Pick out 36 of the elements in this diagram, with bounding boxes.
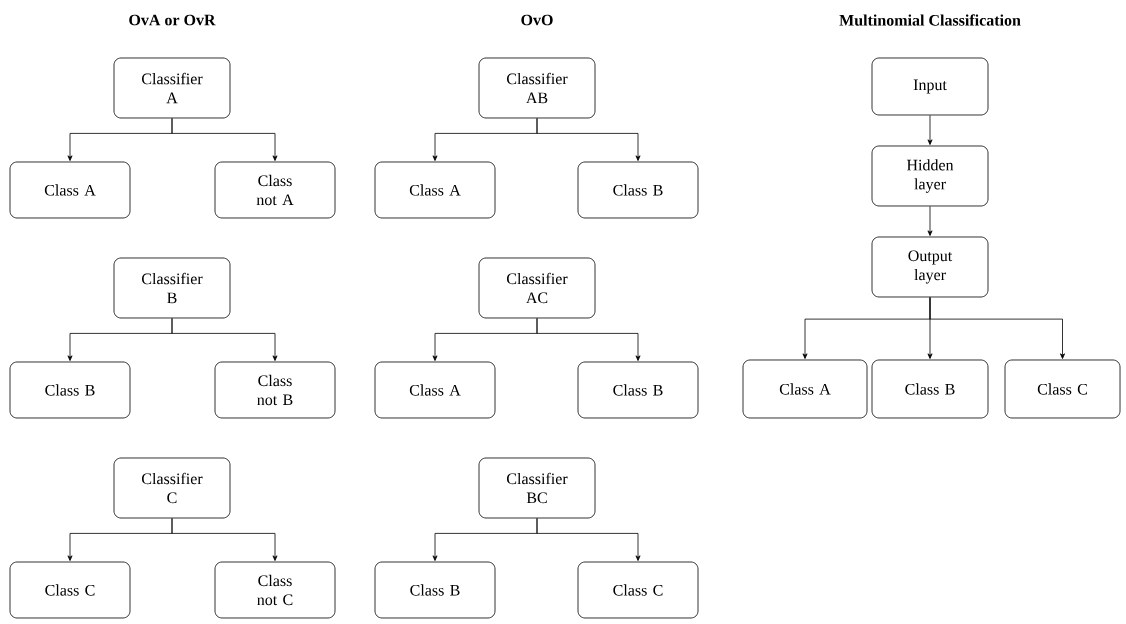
column-heading: OvA or OvR bbox=[129, 14, 216, 26]
process-box: Class C bbox=[1004, 359, 1121, 419]
arrow bbox=[927, 115, 933, 145]
process-box: Classifier B bbox=[113, 257, 231, 319]
process-box: Classifier C bbox=[113, 457, 231, 519]
process-box: Classifier AC bbox=[478, 257, 596, 319]
process-box: Class A bbox=[374, 361, 496, 419]
process-box: Class B bbox=[374, 561, 496, 619]
process-box: Hidden layer bbox=[871, 145, 989, 207]
arrow bbox=[171, 518, 278, 561]
column-heading: OvO bbox=[521, 14, 553, 26]
process-box: Class not B bbox=[214, 361, 336, 419]
process-box: Class B bbox=[577, 161, 699, 219]
process-box: Class B bbox=[871, 359, 989, 419]
process-box: Class A bbox=[9, 161, 131, 219]
arrow bbox=[536, 318, 641, 361]
process-box: Class C bbox=[9, 561, 131, 619]
process-box: Classifier BC bbox=[478, 457, 596, 519]
arrow bbox=[927, 206, 933, 236]
process-box: Input bbox=[871, 57, 989, 116]
process-box: Class not C bbox=[214, 561, 336, 619]
arrow bbox=[171, 118, 278, 161]
process-box: Class B bbox=[577, 361, 699, 419]
process-box: Class C bbox=[577, 561, 699, 619]
arrow bbox=[536, 518, 641, 561]
column-heading: Multinomial Classification bbox=[839, 14, 1021, 26]
process-box: Class not A bbox=[214, 161, 336, 219]
process-box: Class B bbox=[9, 361, 131, 419]
process-box: Classifier A bbox=[113, 57, 231, 119]
process-box: Class A bbox=[742, 359, 868, 419]
arrow bbox=[536, 118, 641, 161]
arrow bbox=[171, 318, 278, 361]
process-box: Classifier AB bbox=[478, 57, 596, 119]
process-box: Output layer bbox=[871, 236, 989, 298]
process-box: Class A bbox=[374, 161, 496, 219]
arrow bbox=[929, 297, 1065, 359]
